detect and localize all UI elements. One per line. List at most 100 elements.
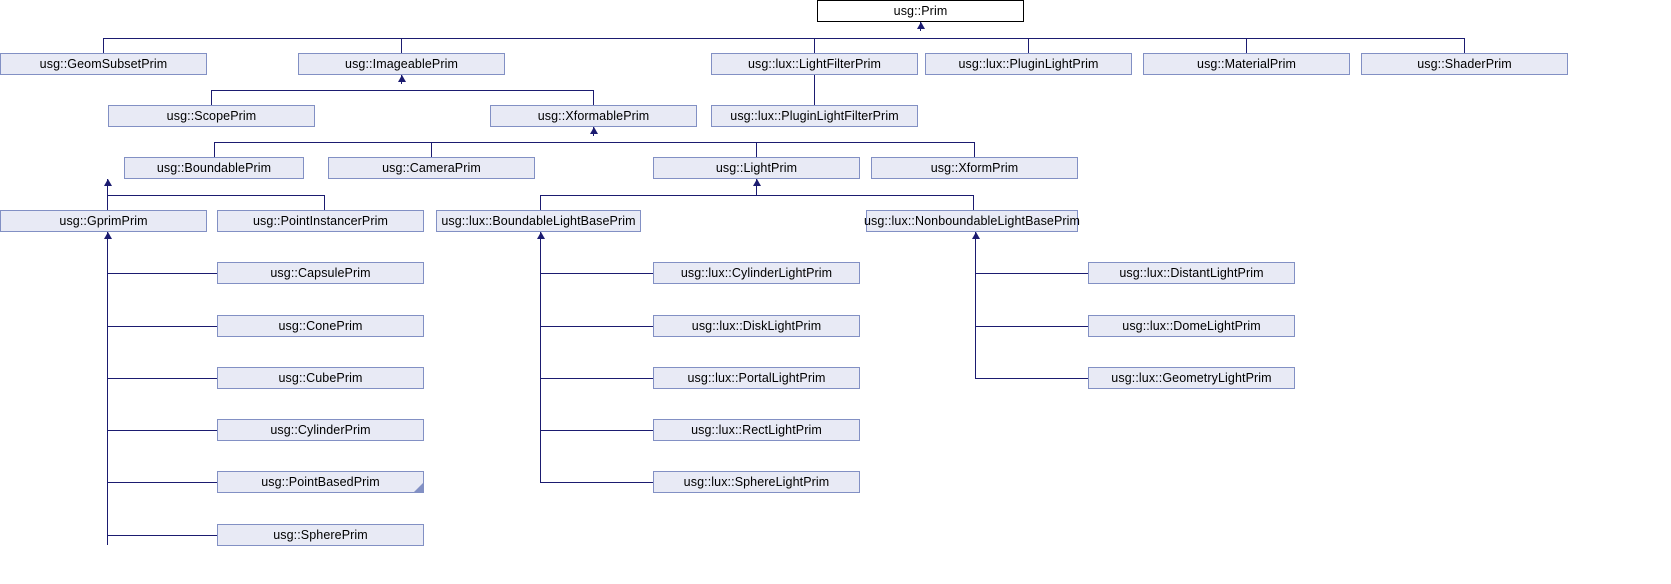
class-node-distantlight[interactable]: usg::lux::DistantLightPrim [1088,262,1295,284]
inheritance-edge [975,232,976,378]
class-node-label: usg::GprimPrim [59,213,148,228]
inheritance-edge [540,378,654,379]
class-node-pluginlightfilter[interactable]: usg::lux::PluginLightFilterPrim [711,105,918,127]
class-node-geometrylight[interactable]: usg::lux::GeometryLightPrim [1088,367,1295,389]
inheritance-edge [107,535,218,536]
inheritance-edge [540,232,541,482]
class-node-label: usg::SpherePrim [273,527,368,542]
class-node-disklight[interactable]: usg::lux::DiskLightPrim [653,315,860,337]
inheritance-edge [540,482,654,483]
class-node-label: usg::lux::DistantLightPrim [1119,265,1264,280]
class-node-scope[interactable]: usg::ScopePrim [108,105,315,127]
inheritance-edge [107,232,108,545]
class-node-label: usg::CapsulePrim [270,265,371,280]
inheritance-arrowhead-icon [972,232,980,239]
class-node-label: usg::Prim [893,3,948,18]
class-node-label: usg::ImageablePrim [345,56,458,71]
class-node-xformable[interactable]: usg::XformablePrim [490,105,697,127]
class-node-label: usg::MaterialPrim [1197,56,1296,71]
inheritance-edge [814,38,815,53]
class-node-boundablelightbase[interactable]: usg::lux::BoundableLightBasePrim [436,210,641,232]
inheritance-edge [975,378,1089,379]
class-node-label: usg::lux::CylinderLightPrim [680,265,833,280]
inheritance-edge [1464,38,1465,53]
class-node-label: usg::PointInstancerPrim [253,213,388,228]
class-node-label: usg::CubePrim [278,370,363,385]
class-node-label: usg::lux::DomeLightPrim [1122,318,1261,333]
class-node-label: usg::lux::PluginLightPrim [958,56,1099,71]
inheritance-edge [103,38,1465,39]
class-node-imageable[interactable]: usg::ImageablePrim [298,53,505,75]
inheritance-edge [975,273,1089,274]
class-node-sphere[interactable]: usg::SpherePrim [217,524,424,546]
class-node-shader[interactable]: usg::ShaderPrim [1361,53,1568,75]
class-node-rectlight[interactable]: usg::lux::RectLightPrim [653,419,860,441]
class-node-pluginlight[interactable]: usg::lux::PluginLightPrim [925,53,1132,75]
inheritance-arrowhead-icon [753,179,761,186]
inheritance-edge [107,326,218,327]
class-node-label: usg::BoundablePrim [156,160,272,175]
class-node-label: usg::ScopePrim [166,108,257,123]
inheritance-edge [540,195,541,210]
inheritance-arrowhead-icon [104,179,112,186]
inheritance-edge [214,142,215,157]
class-node-label: usg::XformPrim [930,160,1019,175]
inheritance-edge [973,195,974,210]
class-node-pointinstancer[interactable]: usg::PointInstancerPrim [217,210,424,232]
class-node-cone[interactable]: usg::ConePrim [217,315,424,337]
inheritance-edge [324,195,325,210]
inheritance-edge [1246,38,1247,53]
inheritance-edge [540,273,654,274]
class-node-spherelight[interactable]: usg::lux::SphereLightPrim [653,471,860,493]
class-node-boundable[interactable]: usg::BoundablePrim [124,157,304,179]
inheritance-edge [756,179,757,195]
class-node-gprim[interactable]: usg::GprimPrim [0,210,207,232]
inheritance-edge [211,90,212,105]
class-node-geomsubset[interactable]: usg::GeomSubsetPrim [0,53,207,75]
class-node-light[interactable]: usg::LightPrim [653,157,860,179]
class-node-label: usg::lux::PortalLightPrim [687,370,826,385]
inheritance-edge [103,38,104,53]
inheritance-arrowhead-icon [537,232,545,239]
class-node-label: usg::CylinderPrim [270,422,371,437]
class-node-label: usg::lux::SphereLightPrim [683,474,830,489]
class-node-label: usg::ConePrim [278,318,363,333]
class-node-cube[interactable]: usg::CubePrim [217,367,424,389]
inheritance-edge [107,273,218,274]
class-node-label: usg::lux::GeometryLightPrim [1111,370,1272,385]
class-node-capsule[interactable]: usg::CapsulePrim [217,262,424,284]
class-node-domelight[interactable]: usg::lux::DomeLightPrim [1088,315,1295,337]
inheritance-arrowhead-icon [917,22,925,29]
inheritance-arrowhead-icon [590,127,598,134]
inheritance-edge [540,430,654,431]
inheritance-edge [107,378,218,379]
class-node-material[interactable]: usg::MaterialPrim [1143,53,1350,75]
class-node-label: usg::lux::NonboundableLightBasePrim [863,213,1081,228]
inheritance-edge [401,38,402,53]
class-node-cylinderlight[interactable]: usg::lux::CylinderLightPrim [653,262,860,284]
class-node-label: usg::lux::RectLightPrim [691,422,822,437]
class-node-prim[interactable]: usg::Prim [817,0,1024,22]
class-node-portallight[interactable]: usg::lux::PortalLightPrim [653,367,860,389]
inheritance-edge [107,195,324,196]
class-node-pointbased[interactable]: usg::PointBasedPrim [217,471,424,493]
inheritance-edge [107,195,108,210]
class-node-label: usg::ShaderPrim [1417,56,1512,71]
class-node-label: usg::lux::LightFilterPrim [747,56,882,71]
inheritance-edge [1028,38,1029,53]
inheritance-edge [107,430,218,431]
inheritance-edge [211,90,594,91]
inheritance-edge [975,326,1089,327]
inheritance-edge [540,195,973,196]
class-node-label: usg::lux::BoundableLightBasePrim [441,213,636,228]
class-node-camera[interactable]: usg::CameraPrim [328,157,535,179]
class-node-xform[interactable]: usg::XformPrim [871,157,1078,179]
class-node-label: usg::GeomSubsetPrim [39,56,168,71]
inheritance-edge [756,142,757,157]
inheritance-arrowhead-icon [104,232,112,239]
class-node-lightfilter[interactable]: usg::lux::LightFilterPrim [711,53,918,75]
inheritance-edge [540,326,654,327]
class-node-cylinder[interactable]: usg::CylinderPrim [217,419,424,441]
class-node-nonboundablelightbase[interactable]: usg::lux::NonboundableLightBasePrim [863,210,1081,232]
